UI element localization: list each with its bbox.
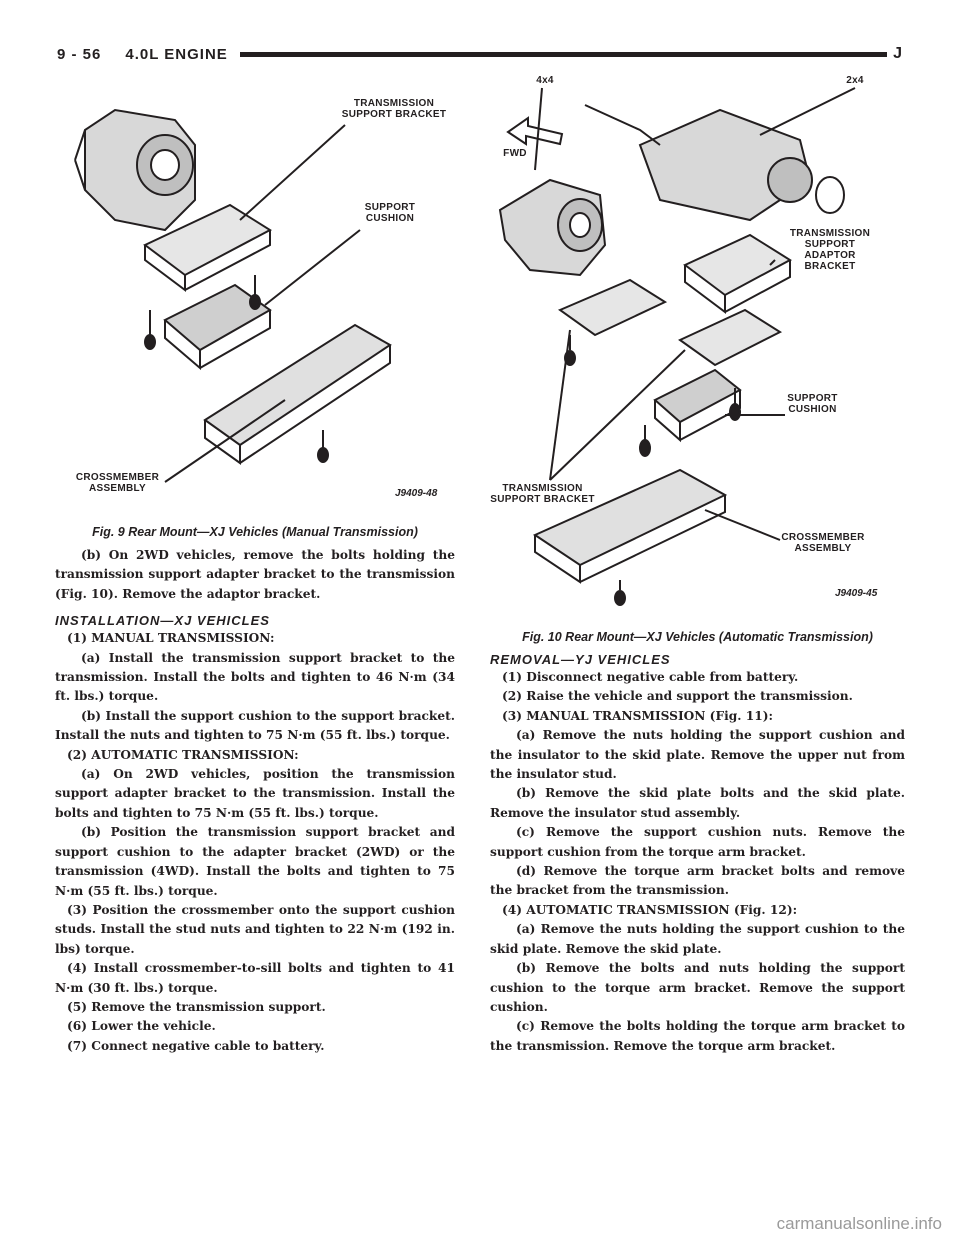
step-2: (2) Raise the vehicle and support the tr… [502, 689, 853, 704]
page-header: 9 - 56 4.0L ENGINE J [57, 45, 903, 63]
auto-step-b: (b) Position the transmission support br… [55, 825, 455, 898]
label-transmission-support-adaptor-bracket: TRANSMISSION SUPPORT ADAPTOR BRACKET [789, 228, 871, 272]
manual-step-d: (d) Remove the torque arm bracket bolts … [490, 864, 905, 898]
auto-heading: (4) AUTOMATIC TRANSMISSION (Fig. 12): [502, 902, 798, 917]
figure-id: J9409-48 [395, 488, 438, 499]
label-2x4: 2x4 [846, 75, 864, 86]
chapter-title: 4.0L ENGINE [125, 45, 228, 63]
step-7: (7) Connect negative cable to battery. [67, 1038, 325, 1053]
watermark: carmanualsonline.info [776, 1214, 942, 1233]
auto-step-b: (b) Remove the bolts and nuts holding th… [490, 961, 905, 1014]
manual-step-b: (b) Remove the skid plate bolts and the … [490, 786, 905, 820]
figure-10-caption: Fig. 10 Rear Mount—XJ Vehicles (Automati… [522, 630, 873, 644]
manual-step-b: (b) Install the support cushion to the s… [55, 708, 455, 743]
figure-9-caption: Fig. 9 Rear Mount—XJ Vehicles (Manual Tr… [92, 525, 418, 539]
step-4: (4) Install crossmember-to-sill bolts an… [55, 961, 455, 995]
intro-paragraph: (b) On 2WD vehicles, remove the bolts ho… [55, 548, 455, 601]
step-5: (5) Remove the transmission support. [67, 999, 326, 1014]
auto-step-c: (c) Remove the bolts holding the torque … [490, 1019, 905, 1053]
rear-mount-manual-illustration [74, 108, 392, 483]
label-transmission-support-bracket: TRANSMISSION SUPPORT BRACKET [490, 483, 595, 505]
right-column: FWD 4x4 2x4 TRANSMISSION SUPPORT ADAPTOR… [490, 70, 905, 1056]
manual-heading: (3) MANUAL TRANSMISSION (Fig. 11): [502, 708, 773, 723]
auto-step-a: (a) Remove the nuts holding the support … [490, 922, 905, 956]
label-4x4: 4x4 [536, 75, 554, 86]
manual-step-a: (a) Remove the nuts holding the support … [490, 728, 905, 782]
left-column: TRANSMISSION SUPPORT BRACKET SUPPORT CUS… [55, 70, 455, 1056]
step-3: (3) Position the crossmember onto the su… [55, 902, 455, 956]
label-transmission-support-bracket: TRANSMISSION SUPPORT BRACKET [341, 98, 447, 120]
auto-heading: (2) AUTOMATIC TRANSMISSION: [67, 747, 299, 762]
label-support-cushion: SUPPORT CUSHION [787, 393, 838, 415]
section-letter: J [893, 45, 903, 62]
label-support-cushion: SUPPORT CUSHION [364, 202, 416, 224]
manual-heading: (1) MANUAL TRANSMISSION: [67, 631, 275, 646]
label-fwd: FWD [503, 148, 527, 159]
step-6: (6) Lower the vehicle. [67, 1019, 216, 1034]
label-crossmember-assembly: CROSSMEMBER ASSEMBLY [75, 472, 160, 494]
header-rule [239, 51, 888, 57]
removal-title: REMOVAL—YJ VEHICLES [490, 652, 671, 667]
step-1: (1) Disconnect negative cable from batte… [502, 670, 799, 684]
page-number: 9 - 56 [57, 45, 102, 63]
manual-step-c: (c) Remove the support cushion nuts. Rem… [490, 825, 905, 859]
figure-10: FWD 4x4 2x4 TRANSMISSION SUPPORT ADAPTOR… [490, 70, 905, 630]
label-crossmember-assembly: CROSSMEMBER ASSEMBLY [781, 532, 865, 554]
auto-step-a: (a) On 2WD vehicles, position the transm… [55, 767, 455, 820]
rear-mount-automatic-illustration [498, 87, 856, 606]
figure-id: J9409-45 [835, 588, 878, 599]
installation-title: INSTALLATION—XJ VEHICLES [55, 613, 270, 629]
figure-9: TRANSMISSION SUPPORT BRACKET SUPPORT CUS… [55, 70, 455, 525]
manual-step-a: (a) Install the transmission support bra… [55, 650, 455, 704]
